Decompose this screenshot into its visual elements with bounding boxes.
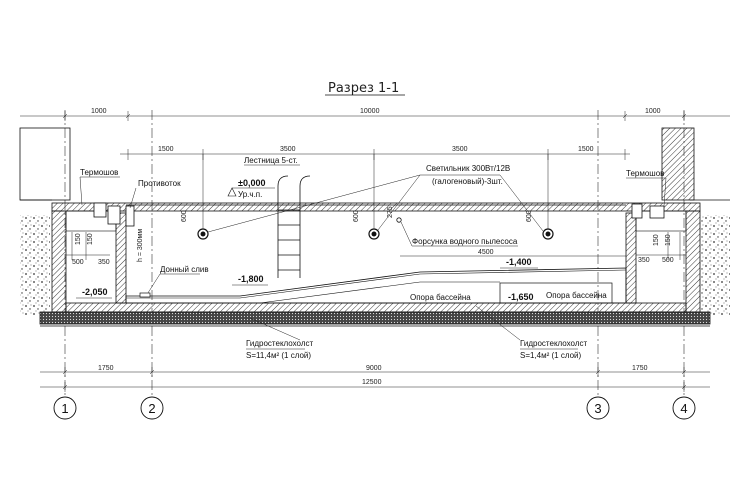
label-opora-2: Опора бассейна — [546, 291, 607, 300]
axis-bubble-2: 2 — [140, 396, 164, 420]
pool-light-3 — [542, 228, 554, 240]
dim-600-a: 600 — [181, 210, 188, 222]
dim-600-b: 600 — [353, 210, 360, 222]
label-svetilnik-2: (галогеновый)-3шт. — [432, 177, 503, 186]
bottom-dimension-row-2: 12500 — [40, 379, 710, 392]
label-gidro-right-2: S=1,4м² (1 слой) — [520, 351, 582, 360]
dim-350-left: 350 — [98, 259, 110, 266]
dim-4500: 4500 — [478, 249, 494, 256]
bottom-drain — [139, 292, 151, 298]
bottom-dimension-row-1: 1750 9000 1750 — [40, 365, 710, 377]
label-gidro-right-1: Гидростеклохолст — [520, 339, 588, 348]
building-wall-right — [661, 127, 695, 201]
dim-150-left-2: 150 — [87, 233, 94, 245]
dim-1000-left: 1000 — [91, 108, 107, 115]
dim-350-right: 350 — [638, 257, 650, 264]
dim-150-right-2: 150 — [665, 234, 672, 246]
right-technical-niche — [631, 203, 687, 260]
light-leader-2 — [377, 174, 421, 231]
label-lestnica: Лестница 5-ст. — [244, 156, 298, 165]
soil-right — [700, 215, 730, 315]
axis-bubble-4: 4 — [672, 396, 696, 420]
axis-label-4: 4 — [680, 401, 687, 416]
label-termoshov-left: Термошов — [80, 168, 118, 177]
dim-1750-left: 1750 — [98, 365, 114, 372]
pool-shell — [51, 202, 701, 313]
left-technical-niche — [65, 202, 135, 260]
elev-minus-1800: -1,800 — [238, 274, 264, 284]
elev-minus-1650: -1,650 — [508, 292, 534, 302]
label-elev-zero-sub: Ур.ч.п. — [238, 190, 262, 199]
dim-150-right: 150 — [653, 234, 660, 246]
dim-500-left: 500 — [72, 259, 84, 266]
top-dimension-row-1: 1000 10000 1000 — [20, 108, 730, 121]
termoshov-left-leader-2 — [79, 176, 83, 206]
elev-zero-triangle — [227, 187, 237, 197]
vacuum-nozzle — [396, 217, 402, 223]
label-termoshov-right: Термошов — [626, 169, 664, 178]
dim-10000: 10000 — [360, 108, 380, 115]
light-leader-3 — [499, 174, 544, 232]
dim-3500-a: 3500 — [280, 146, 296, 153]
dim-600-c: 600 — [526, 210, 533, 222]
dim-1500-right: 1500 — [578, 146, 594, 153]
dim-9000: 9000 — [366, 365, 382, 372]
elev-minus-1400: -1,400 — [506, 257, 532, 267]
axis-bubble-1: 1 — [53, 396, 77, 420]
dim-h-300: h = 300мм — [137, 229, 144, 262]
axis-bubble-3: 3 — [586, 396, 610, 420]
label-gidro-left-2: S=11,4м² (1 слой) — [246, 351, 311, 360]
label-forsunka: Форсунка водного пылесоса — [412, 237, 518, 246]
label-donny-sliv: Донный слив — [160, 265, 209, 274]
label-gidro-left-1: Гидростеклохолст — [246, 339, 314, 348]
axis-label-2: 2 — [148, 401, 155, 416]
gidro-left-leader — [249, 317, 301, 341]
dim-150-left: 150 — [75, 233, 82, 245]
elev-minus-2050: -2,050 — [82, 287, 108, 297]
dim-3500-b: 3500 — [452, 146, 468, 153]
dim-275: 275 — [387, 206, 394, 218]
pool-ladder — [277, 175, 311, 278]
gidro-right-leader — [475, 305, 521, 341]
label-protivotok: Противоток — [138, 179, 181, 188]
label-opora-1: Опора бассейна — [410, 293, 471, 302]
termoshov-right-leader-2 — [663, 177, 667, 207]
dim-12500: 12500 — [362, 379, 382, 386]
pool-light-2 — [368, 228, 380, 240]
axis-label-1: 1 — [61, 401, 68, 416]
pool-light-1 — [197, 228, 209, 240]
forsunka-leader — [400, 221, 413, 247]
light-leader-1 — [207, 174, 421, 233]
top-dimension-row-2: 1500 3500 3500 1500 — [120, 146, 630, 160]
label-elev-zero: ±0,000 — [238, 178, 265, 188]
dim-1000-right: 1000 — [645, 108, 661, 115]
drawing-title: Разрез 1-1 — [328, 81, 399, 96]
soil-left — [20, 215, 50, 315]
donny-sliv-leader-2 — [145, 273, 161, 297]
label-svetilnik-1: Светильник 300Вт/12В — [426, 164, 510, 173]
building-wall-left — [19, 127, 71, 201]
axis-label-3: 3 — [594, 401, 601, 416]
base-slab — [39, 311, 711, 325]
dim-500-right: 500 — [662, 257, 674, 264]
dim-1750-right: 1750 — [632, 365, 648, 372]
dim-1500-left: 1500 — [158, 146, 174, 153]
protivotok-leader — [129, 187, 137, 209]
